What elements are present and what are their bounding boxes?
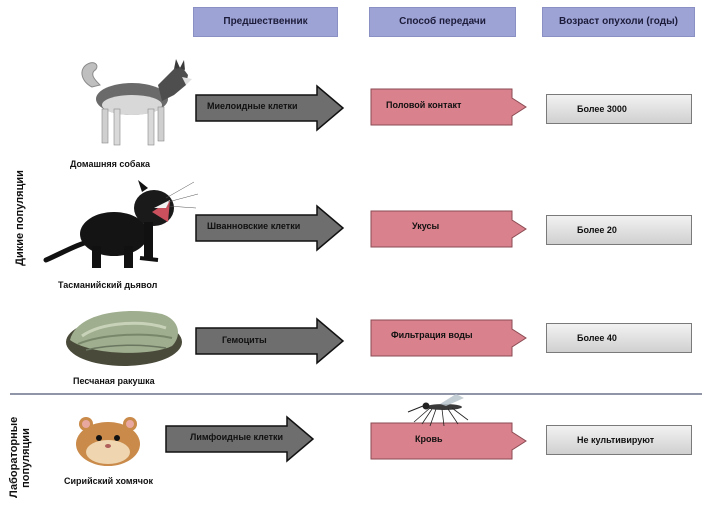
precursor-label: Шванновские клетки — [207, 221, 301, 231]
dog-icon — [81, 59, 192, 146]
header-transmission: Способ передачи — [369, 7, 516, 37]
transmission-label: Укусы — [412, 221, 440, 231]
clam-icon — [66, 311, 182, 366]
tumor-age-value: Более 20 — [546, 215, 692, 245]
precursor-arrow — [195, 204, 345, 252]
precursor-arrow — [195, 84, 345, 132]
precursor-arrow — [165, 415, 315, 463]
transmission-arrow — [370, 422, 527, 460]
precursor-arrow — [195, 317, 345, 365]
animal-label-dog: Домашняя собака — [70, 159, 150, 169]
tumor-age-value: Более 3000 — [546, 94, 692, 124]
tumor-age-value: Не культивируют — [546, 425, 692, 455]
precursor-label: Лимфоидные клетки — [190, 432, 284, 442]
hamster-icon — [76, 417, 140, 466]
header-tumor-age: Возраст опухоли (годы) — [542, 7, 695, 37]
animal-label-clam: Песчаная ракушка — [73, 376, 155, 386]
transmission-label: Половой контакт — [386, 100, 462, 110]
animal-label-hamster: Сирийский хомячок — [64, 476, 153, 486]
mosquito-icon — [407, 394, 469, 427]
tasmanian-devil-icon — [43, 180, 199, 268]
header-precursor: Предшественник — [193, 7, 338, 37]
group-label-wild: Дикие популяции — [14, 170, 26, 266]
transmission-label: Кровь — [415, 434, 443, 444]
group-label-lab: Лабораторные популяции — [8, 416, 32, 498]
transmission-arrow — [370, 210, 527, 248]
animal-label-devil: Тасманийский дьявол — [58, 280, 158, 290]
transmission-arrow — [370, 319, 527, 357]
precursor-label: Миелоидные клетки — [207, 101, 298, 111]
transmission-label: Фильтрация воды — [391, 330, 473, 340]
transmission-arrow — [370, 88, 527, 126]
group-divider — [10, 393, 702, 395]
precursor-label: Гемоциты — [222, 335, 267, 345]
tumor-age-value: Более 40 — [546, 323, 692, 353]
